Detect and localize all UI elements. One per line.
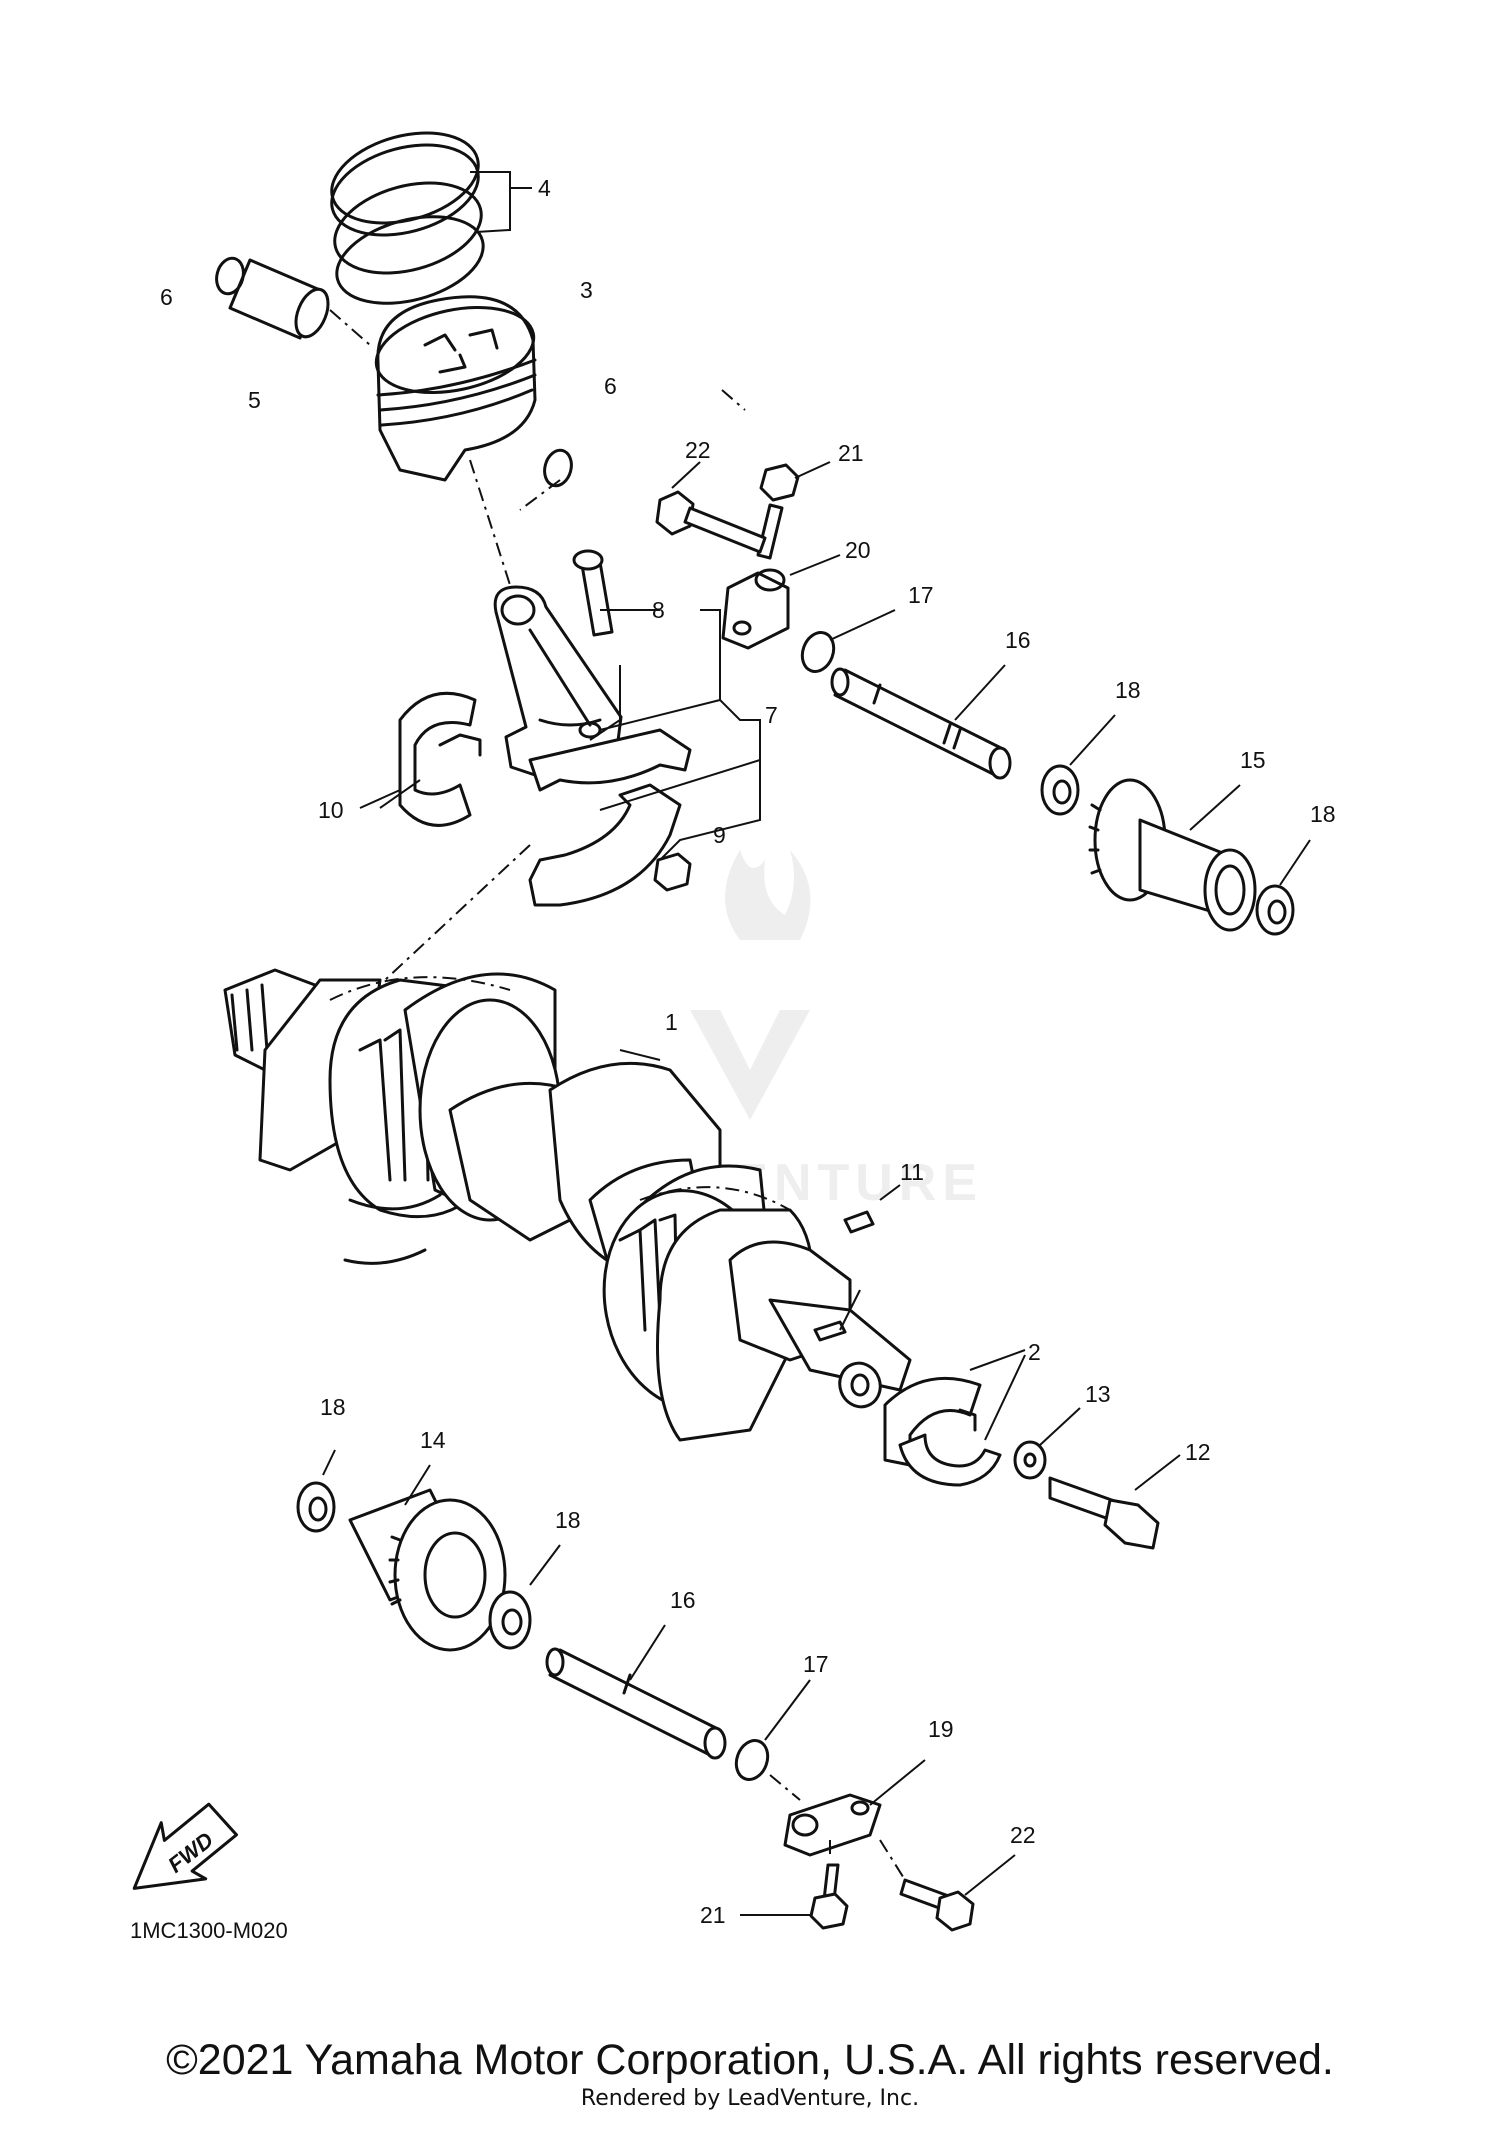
crank-bolt [1048,1476,1160,1550]
big-end-bearings [398,691,482,827]
callout-6-left: 6 [160,284,173,310]
callout-22-lower: 22 [1010,1822,1036,1848]
circlip-left [215,256,245,296]
callout-8: 8 [652,597,665,623]
callout-5: 5 [248,387,261,413]
callout-4: 4 [538,175,551,201]
callout-22-upper: 22 [685,437,711,463]
o-ring-lower [734,1739,770,1781]
balancer-gear-14 [348,1488,507,1652]
callout-18-upper-2: 18 [1310,801,1336,827]
washer [1013,1440,1047,1480]
callout-3: 3 [580,277,593,303]
rod-cap [528,783,682,907]
bolt-21-lower [809,1863,849,1930]
o-ring-upper [800,631,836,673]
callout-18-lower-2: 18 [555,1507,581,1533]
piston [374,295,537,482]
balancer-lever-19 [783,1793,882,1857]
rod-nut [653,852,692,892]
callout-2: 2 [1028,1339,1041,1365]
diagram-code: 1MC1300-M020 [130,1918,288,1943]
callout-21-lower: 21 [700,1902,726,1928]
balancer-shaft-lower [545,1647,727,1760]
main-bearings [883,1376,1002,1487]
callout-16-upper: 16 [1005,627,1031,653]
callout-18-upper-1: 18 [1115,677,1141,703]
callout-labels: 1 2 3 4 5 6 6 7 8 9 10 11 12 13 14 15 16… [160,175,1336,1928]
callout-17-upper: 17 [908,582,934,608]
callout-18-lower-1: 18 [320,1394,346,1420]
balancer-lever-20 [721,568,790,650]
callout-14: 14 [420,1427,446,1453]
callout-20: 20 [845,537,871,563]
bolt-22-upper [655,490,767,554]
callout-10: 10 [318,797,344,823]
bearing-18a [1040,764,1080,816]
rendered-by-notice: Rendered by LeadVenture, Inc. [580,2086,920,2111]
callout-9: 9 [713,822,726,848]
copyright-notice: ©2021 Yamaha Motor Corporation, U.S.A. A… [166,2036,1334,2084]
balancer-gear-15 [1088,778,1257,932]
callout-19: 19 [928,1716,954,1742]
fwd-arrow: FWD [132,1802,238,1890]
callout-21-upper: 21 [838,440,864,466]
bolt-22-lower [899,1878,975,1932]
crankshaft [223,968,912,1442]
callout-6-right: 6 [604,373,617,399]
piston-rings [330,131,485,305]
bearing-18b [1255,884,1295,936]
callout-15: 15 [1240,747,1266,773]
callout-17-lower: 17 [803,1651,829,1677]
balancer-shaft-upper [830,667,1012,780]
connecting-rod [493,585,692,792]
piston-pin [228,258,330,340]
woodruff-key [843,1210,875,1234]
callout-16-lower: 16 [670,1587,696,1613]
callout-12: 12 [1185,1439,1211,1465]
callout-11: 11 [900,1159,924,1185]
callout-1: 1 [665,1009,678,1035]
bearing-18c [296,1481,336,1533]
callout-7: 7 [765,702,778,728]
callout-13: 13 [1085,1381,1111,1407]
rod-bolt [572,549,614,637]
bearing-18d [488,1590,532,1650]
